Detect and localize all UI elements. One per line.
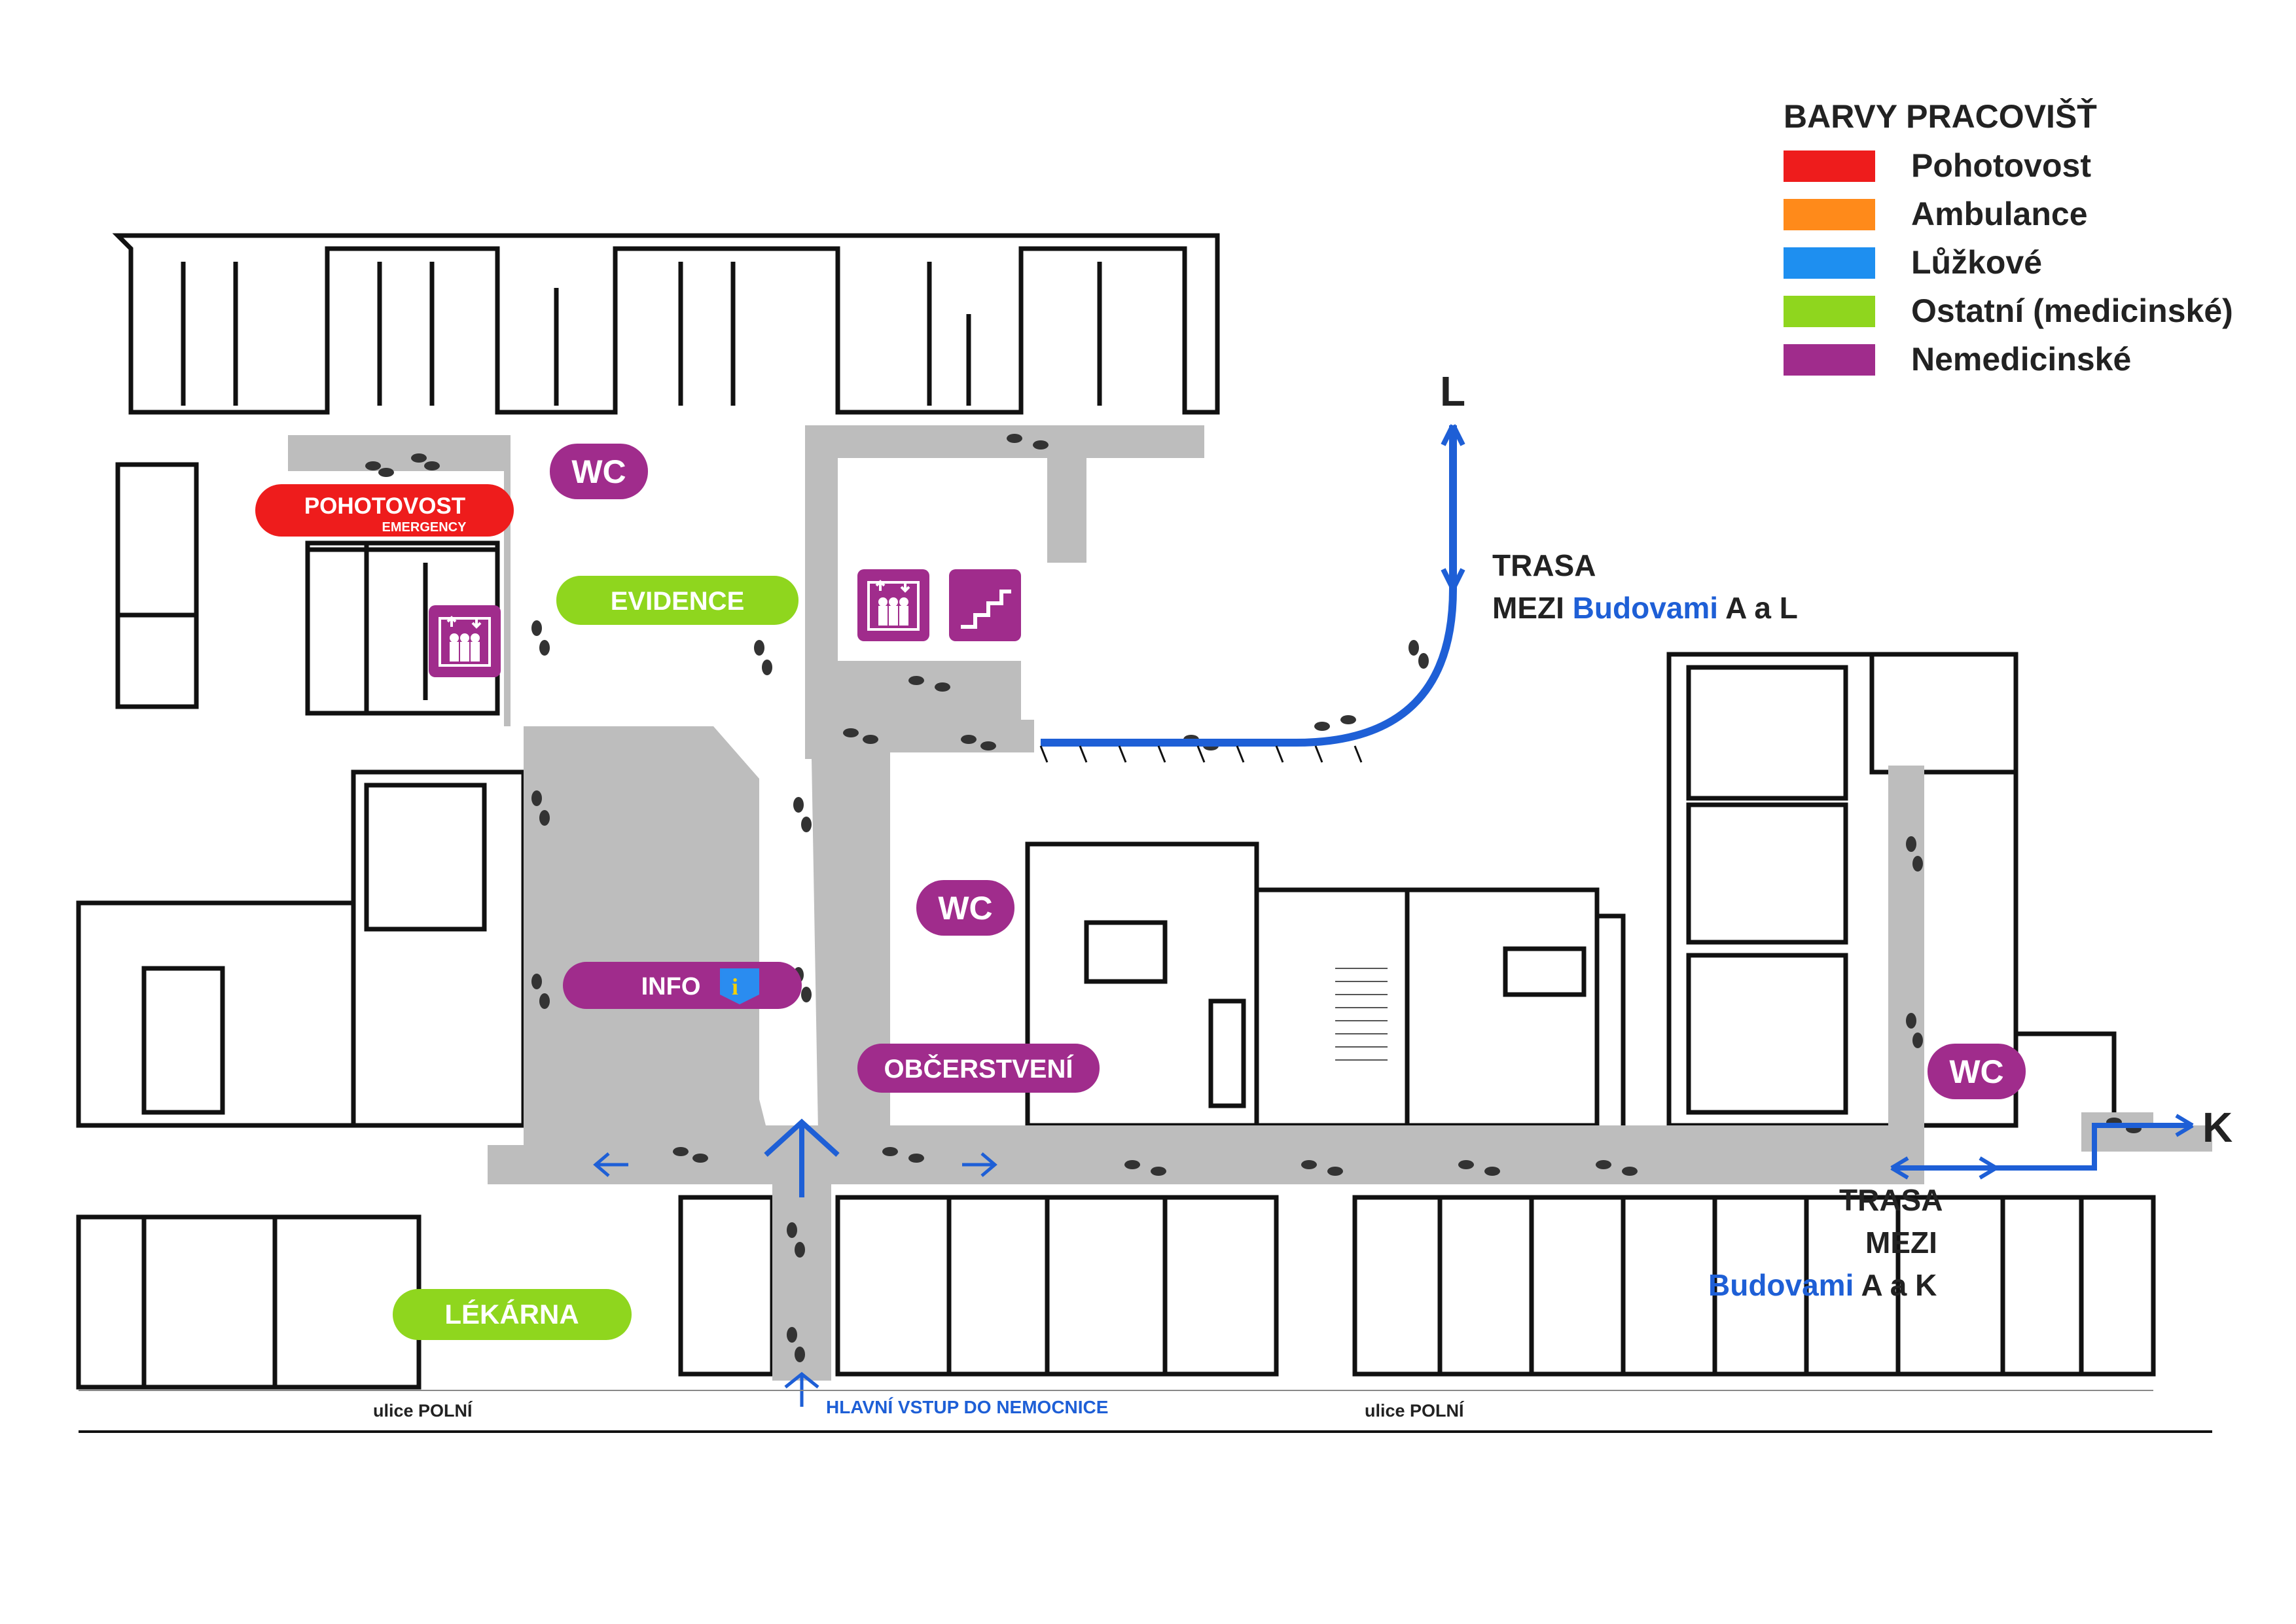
elevator-east[interactable] <box>857 569 929 641</box>
stairs[interactable] <box>949 569 1021 641</box>
route-L-title: TRASA <box>1492 548 1596 582</box>
elevator-west[interactable] <box>429 605 501 677</box>
lekarna-text: LÉKÁRNA <box>444 1299 579 1330</box>
stairs-icon <box>961 590 1011 629</box>
entrance-arrows <box>593 1118 997 1407</box>
pohotovost-text: POHOTOVOST <box>304 493 465 519</box>
wc-label-east[interactable]: WC <box>1928 1044 2026 1099</box>
route-L-subtitle: MEZI Budovami A a L <box>1492 591 1798 625</box>
elevator-icon <box>439 616 491 667</box>
legend-label: Ambulance <box>1911 196 2088 232</box>
lekarna-label[interactable]: LÉKÁRNA <box>393 1289 632 1340</box>
corridors <box>288 425 2212 1381</box>
route-L-prefix: MEZI <box>1492 591 1573 625</box>
wc-text-east: WC <box>1949 1053 2003 1090</box>
legend-label: Lůžkové <box>1911 244 2042 281</box>
wc-label-central[interactable]: WC <box>916 880 1014 936</box>
route-to-K <box>1890 1114 2194 1180</box>
route-K-title: TRASA <box>1839 1183 1943 1217</box>
pohotovost-label[interactable]: POHOTOVOST EMERGENCY <box>255 484 514 537</box>
info-icon: i <box>720 968 759 1004</box>
wc-text-central: WC <box>938 890 992 927</box>
legend-swatch <box>1784 296 1875 327</box>
legend-swatch <box>1784 150 1875 182</box>
street-label-left: ulice POLNÍ <box>373 1400 473 1421</box>
evidence-label[interactable]: EVIDENCE <box>556 576 798 625</box>
wc-text-north: WC <box>571 453 626 490</box>
info-text: INFO <box>641 973 701 1000</box>
route-K-line3: Budovami A a K <box>1708 1268 1937 1302</box>
elevator-icon <box>867 580 920 631</box>
main-entrance-label: HLAVNÍ VSTUP DO NEMOCNICE <box>826 1397 1108 1417</box>
obcerstveni-label[interactable]: OBČERSTVENÍ <box>857 1044 1100 1093</box>
legend-swatch <box>1784 344 1875 376</box>
route-K-line2: MEZI <box>1865 1226 1937 1260</box>
legend-label: Nemedicinské <box>1911 341 2131 378</box>
emergency-text: EMERGENCY <box>382 520 467 535</box>
legend-swatch <box>1784 199 1875 230</box>
route-K-marker: K <box>2202 1104 2233 1151</box>
legend-title: BARVY PRACOVIŠŤ <box>1784 97 2097 135</box>
evidence-text: EVIDENCE <box>611 587 745 616</box>
route-L-blue: Budovami <box>1573 591 1718 625</box>
legend-label: Ostatní (medicinské) <box>1911 292 2233 329</box>
wc-label-north[interactable]: WC <box>550 444 648 499</box>
obcerstveni-text: OBČERSTVENÍ <box>884 1053 1074 1084</box>
route-K-blue: Budovami <box>1708 1268 1854 1302</box>
legend-label: Pohotovost <box>1911 147 2091 184</box>
legend: BARVY PRACOVIŠŤ PohotovostAmbulanceLůžko… <box>1784 97 2233 378</box>
street-label-right: ulice POLNÍ <box>1365 1400 1465 1421</box>
info-label[interactable]: INFO i <box>563 962 802 1009</box>
route-L-suffix: A a L <box>1718 591 1798 625</box>
route-to-L <box>1039 424 1465 763</box>
svg-text:i: i <box>732 974 738 1000</box>
route-L-marker: L <box>1440 368 1465 415</box>
legend-swatch <box>1784 247 1875 279</box>
route-K-suffix: A a K <box>1854 1268 1937 1302</box>
